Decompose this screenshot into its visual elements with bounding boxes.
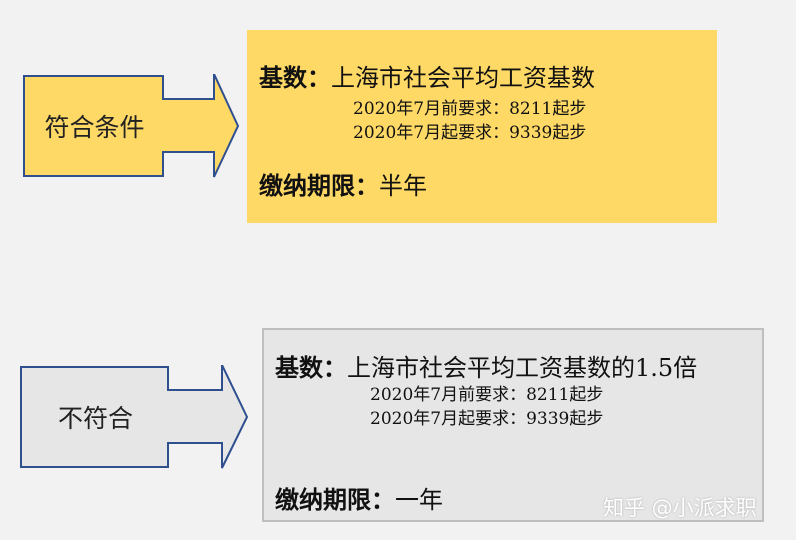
qualified-req-after: 2020年7月起要求：9339起步 (353, 123, 587, 143)
unqualified-base-key: 基数： (275, 353, 347, 382)
watermark: 知乎 @小派求职 (603, 496, 757, 520)
unqualified-base-row: 基数：上海市社会平均工资基数的1.5倍 (275, 348, 697, 383)
unqualified-base-value: 上海市社会平均工资基数的1.5倍 (347, 354, 698, 382)
arrow-unqualified-label: 不符合 (57, 404, 133, 433)
unqualified-req-before: 2020年7月前要求：8211起步 (370, 385, 604, 405)
unqualified-req-after: 2020年7月起要求：9339起步 (370, 409, 604, 429)
unqualified-box: 基数：上海市社会平均工资基数的1.5倍 2020年7月前要求：8211起步 20… (262, 328, 764, 522)
qualified-base-value: 上海市社会平均工资基数 (331, 64, 595, 92)
unqualified-period-row: 缴纳期限：一年 (275, 480, 443, 515)
qualified-base-row: 基数：上海市社会平均工资基数 (259, 58, 595, 93)
qualified-period-row: 缴纳期限：半年 (259, 166, 427, 201)
arrow-unqualified (20, 365, 249, 469)
arrow-qualified (23, 74, 240, 178)
unqualified-period-value: 一年 (395, 486, 443, 514)
arrow-qualified-label: 符合条件 (44, 113, 145, 142)
unqualified-period-key: 缴纳期限： (275, 485, 395, 514)
qualified-period-value: 半年 (379, 172, 427, 200)
qualified-base-key: 基数： (259, 63, 331, 92)
qualified-req-before: 2020年7月前要求：8211起步 (353, 99, 587, 119)
qualified-box: 基数：上海市社会平均工资基数 2020年7月前要求：8211起步 2020年7月… (247, 30, 717, 223)
qualified-period-key: 缴纳期限： (259, 171, 379, 200)
